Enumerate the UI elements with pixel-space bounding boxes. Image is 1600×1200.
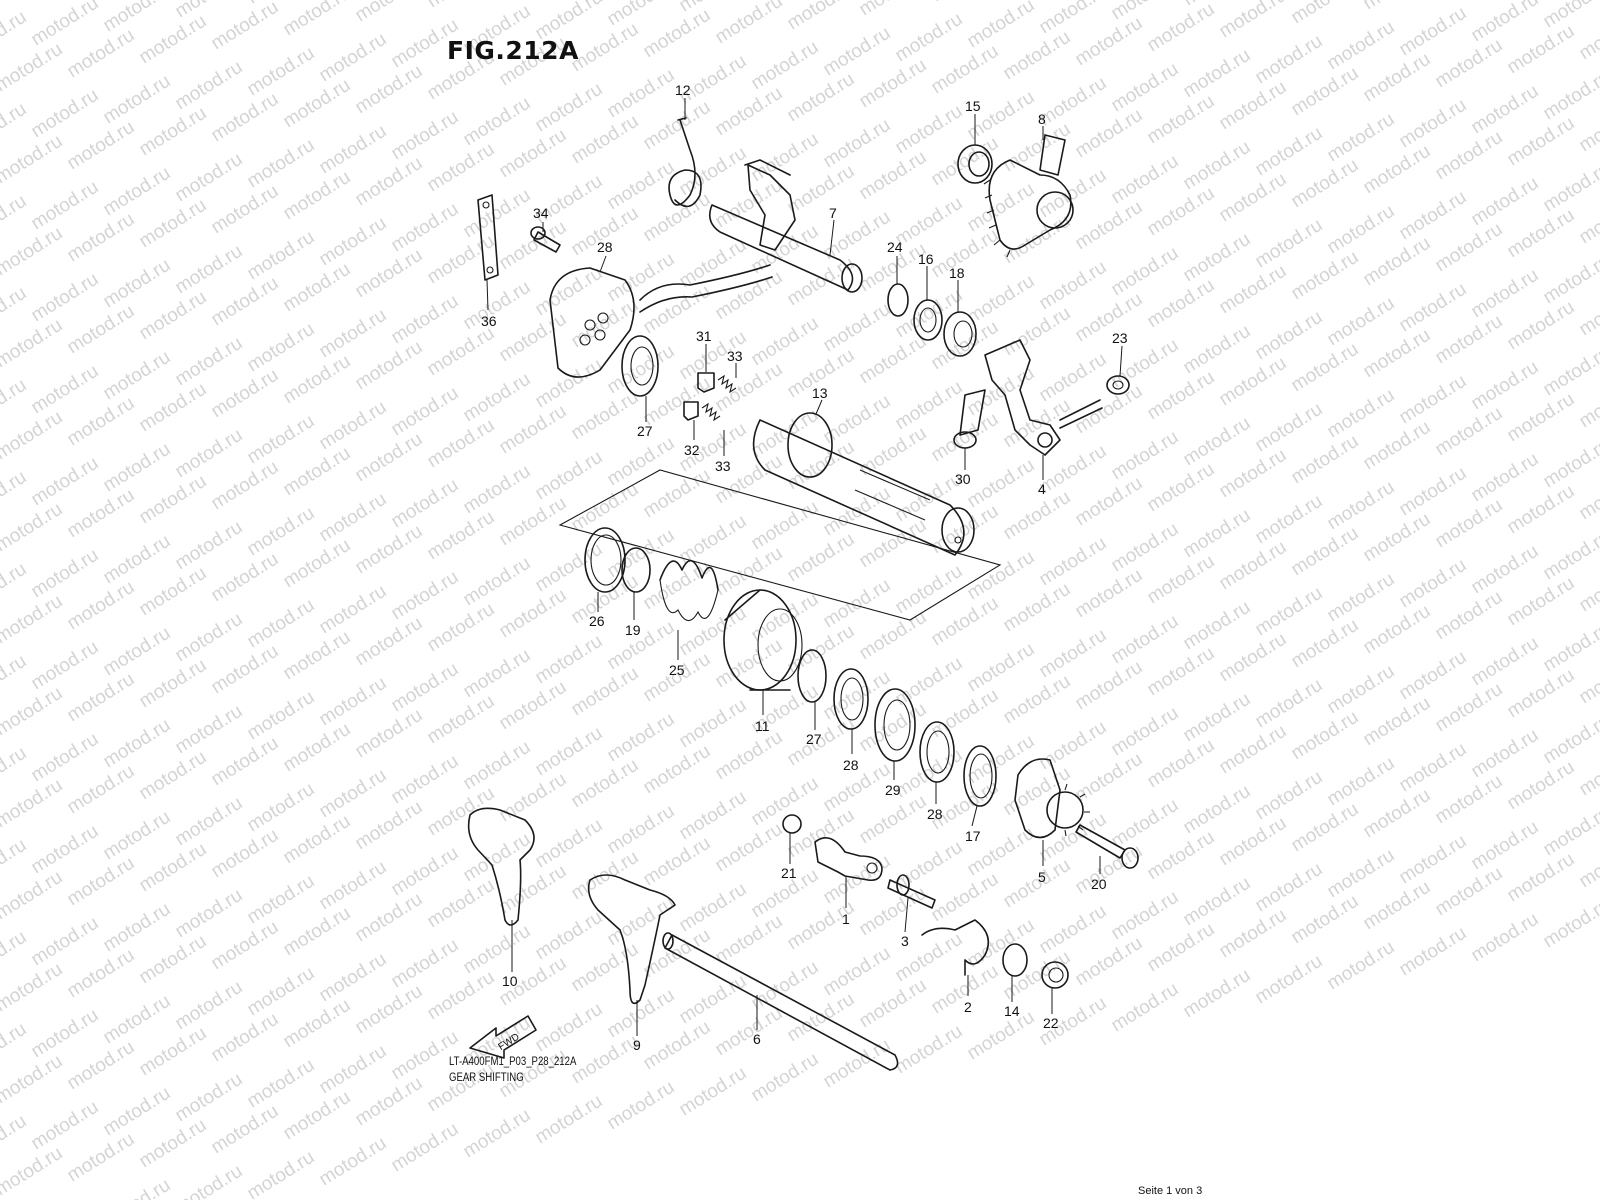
page-indicator: Seite 1 von 3 — [1138, 1185, 1203, 1197]
part-7-shift-shaft — [709, 159, 863, 293]
part-32-gear-position-sensor — [549, 264, 773, 378]
callout-21: 21 — [781, 865, 797, 881]
callout-27: 27 — [806, 731, 822, 747]
callout-16: 16 — [918, 251, 934, 267]
part-30-washer — [621, 335, 659, 397]
callout-20: 20 — [1091, 876, 1107, 892]
callout-31: 30 — [955, 471, 971, 487]
callout-19: 19 — [625, 622, 641, 638]
leader-lines — [486, 98, 1123, 1036]
part-23-nut — [1106, 375, 1130, 395]
callout-13: 13 — [812, 385, 828, 401]
callout-12: 12 — [675, 82, 691, 98]
callout-18: 18 — [949, 265, 965, 281]
part-33-pin — [683, 401, 699, 421]
part-16-washer — [913, 299, 943, 341]
callout-2: 2 — [964, 999, 972, 1015]
part-4-shift-lever — [984, 339, 1103, 456]
part-14-washer — [1002, 943, 1028, 977]
part-35-bolt — [530, 226, 561, 253]
part-26-washer — [584, 527, 626, 593]
part-19-circlip — [621, 547, 651, 593]
part-36-clamp — [477, 194, 499, 281]
part-27-circlip — [797, 649, 827, 703]
callout-34b: 33 — [715, 458, 731, 474]
callout-23: 23 — [1112, 330, 1128, 346]
diagram-name: GEAR SHIFTING — [449, 1070, 524, 1084]
part-11-cam-driven-gear — [723, 589, 803, 691]
callout-6: 6 — [753, 1031, 761, 1047]
callout-33a: 31 — [696, 328, 712, 344]
callout-15: 15 — [965, 98, 981, 114]
part-1-stopper-arm — [814, 836, 883, 882]
part-3-bolt — [887, 874, 936, 909]
callout-33b: 32 — [684, 442, 700, 458]
callout-28a: 28 — [843, 757, 859, 773]
subassembly-bracket — [558, 469, 1002, 621]
callout-8: 8 — [1038, 111, 1046, 127]
callout-35: 34 — [533, 205, 549, 221]
callout-7: 7 — [829, 205, 837, 221]
callout-14: 14 — [1004, 1003, 1020, 1019]
callout-1: 1 — [842, 911, 850, 927]
part-34-spring — [701, 402, 721, 422]
callout-32: 28 — [597, 239, 613, 255]
model-code: LT-A400FM1_P03_P28_212A — [449, 1054, 577, 1068]
fwd-label: FWD — [496, 1032, 521, 1053]
part-18-oil-seal — [943, 311, 977, 357]
part-34-spring — [717, 374, 737, 394]
part-22-nut — [1041, 961, 1069, 989]
callout-11: 11 — [755, 718, 770, 734]
figure-title: FIG.212A — [447, 36, 579, 65]
callouts: 12 7 8 15 24 16 18 23 4 30 13 34 28 36 2… — [481, 82, 1128, 1053]
callout-28b: 28 — [927, 806, 943, 822]
part-10-shift-fork — [467, 807, 535, 926]
part-6-shift-fork-shaft — [662, 932, 899, 1071]
callout-30: 27 — [637, 423, 653, 439]
fwd-arrow: FWD — [469, 1015, 537, 1059]
callout-17: 17 — [965, 828, 981, 844]
part-33-pin — [697, 372, 715, 393]
part-28-washer — [919, 721, 955, 783]
part-12-spring — [668, 117, 702, 208]
part-17-washer — [963, 745, 997, 807]
part-15-bushing — [957, 144, 993, 184]
part-13-gearshift-cam — [752, 412, 975, 556]
callout-5: 5 — [1038, 869, 1046, 885]
callout-36: 36 — [481, 313, 497, 329]
part-8-gear-sector — [983, 134, 1074, 258]
part-25-spring — [659, 560, 719, 622]
callout-24: 24 — [887, 239, 903, 255]
part-5-cam-stopper — [1014, 758, 1090, 839]
callout-9: 9 — [633, 1037, 641, 1053]
part-31-bolt — [953, 389, 986, 449]
part-29-bearing — [874, 688, 916, 762]
callout-4: 4 — [1038, 481, 1046, 497]
part-9-shift-fork — [587, 874, 676, 1005]
callout-10: 10 — [502, 973, 518, 989]
callout-34a: 33 — [727, 348, 743, 364]
callout-26: 26 — [589, 613, 605, 629]
part-2-spring — [921, 919, 990, 976]
part-24-circlip — [887, 283, 909, 317]
callout-25: 25 — [669, 662, 685, 678]
callout-29: 29 — [885, 782, 901, 798]
part-21-washer — [782, 814, 802, 834]
callout-22: 22 — [1043, 1015, 1059, 1031]
callout-3: 3 — [901, 933, 909, 949]
part-28-washer — [833, 668, 869, 730]
part-20-bolt — [1075, 824, 1139, 869]
